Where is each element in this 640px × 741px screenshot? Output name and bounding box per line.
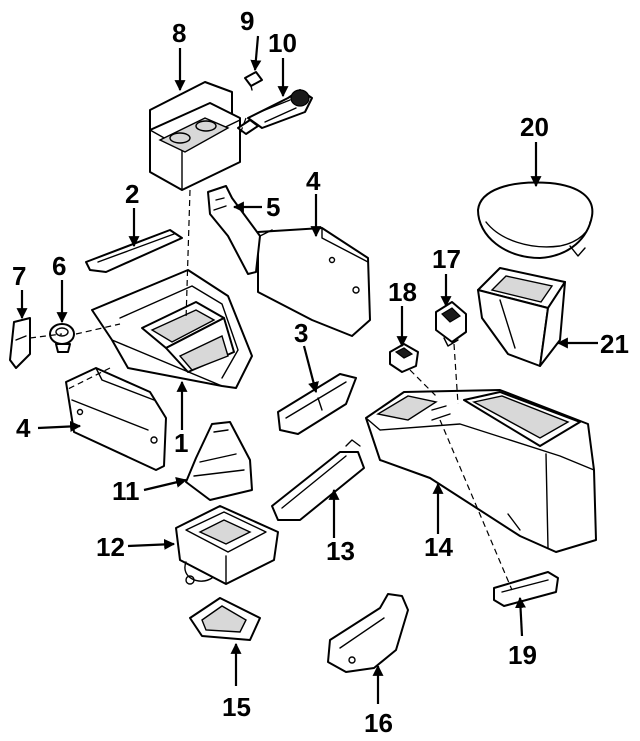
part-side-panel-right — [257, 227, 371, 337]
callout-15: 14 — [424, 532, 453, 562]
callout-18: 18 — [388, 277, 417, 307]
callout-14: 15 — [222, 692, 251, 722]
part-side-panel-left — [65, 367, 167, 471]
callout-10: 9 — [240, 6, 254, 36]
part-shift-boot — [185, 421, 253, 501]
callout-21: 21 — [600, 329, 629, 359]
part-console-bezel — [91, 269, 253, 389]
alignment-lines — [29, 117, 513, 591]
part-support-bracket — [271, 439, 365, 521]
callout-5: 5 — [266, 192, 280, 222]
callout-13: 12 — [96, 532, 125, 562]
callout-leaders — [16, 35, 598, 704]
part-lighter-socket — [237, 89, 313, 135]
callout-9: 8 — [172, 18, 186, 48]
callout-7: 7 — [12, 261, 26, 291]
callout-numbers: 8 9 10 2 5 4 6 7 3 1 4 11 12 13 14 15 16… — [12, 6, 629, 738]
callout-11: 10 — [268, 28, 297, 58]
callout-20: 20 — [520, 112, 549, 142]
part-indicator-bezel — [189, 597, 261, 641]
part-bracket — [207, 185, 261, 275]
part-armrest — [477, 181, 594, 259]
callout-2: 2 — [125, 179, 139, 209]
callout-4-upper: 4 — [306, 166, 321, 196]
callout-17: 17 — [432, 244, 461, 274]
callout-19: 19 — [508, 640, 537, 670]
part-shifter-assembly — [175, 505, 279, 585]
callout-16: 16 — [364, 708, 393, 738]
part-console-bin — [477, 267, 566, 367]
part-storage-bin — [149, 81, 241, 191]
part-plug — [244, 71, 263, 91]
part-console-bracket — [277, 373, 357, 435]
callout-6: 6 — [52, 251, 66, 281]
part-rear-console — [365, 389, 597, 553]
part-clip — [9, 317, 31, 369]
part-knob — [49, 323, 75, 353]
part-trim-strip — [85, 229, 183, 273]
callout-8: 13 — [326, 536, 355, 566]
part-switch — [435, 301, 467, 347]
callout-4-lower: 4 — [16, 413, 31, 443]
part-trim-plate — [493, 571, 559, 607]
part-small-switch — [389, 343, 419, 373]
callout-1: 1 — [174, 428, 188, 458]
part-rear-bracket — [327, 593, 409, 673]
callout-12: 11 — [112, 476, 140, 506]
callout-3: 3 — [294, 318, 308, 348]
